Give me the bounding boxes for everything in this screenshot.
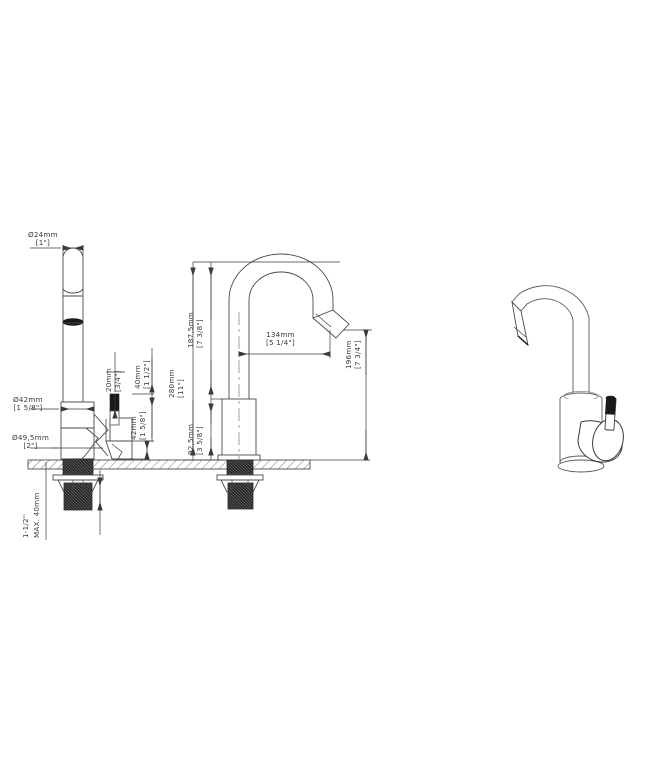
dim-base-diameter: Ø49,5mm[2"] bbox=[12, 433, 50, 451]
front-view-mounting-hardware bbox=[216, 459, 264, 510]
dim-upper-height-inch: [7 3/8"] bbox=[195, 319, 204, 348]
perspective-lever-handle bbox=[577, 395, 624, 463]
dim-spout-reach: 134mm[5 1/4"] bbox=[266, 330, 295, 348]
perspective-body bbox=[557, 391, 605, 473]
dim-handle-height-inch: [1 1/2"] bbox=[142, 360, 151, 389]
front-view-body bbox=[217, 312, 261, 461]
dim-overall-height-inch: [11"] bbox=[176, 378, 185, 398]
dim-handle-width-inch: [1 5/8"] bbox=[138, 411, 147, 440]
dim-lower-height-inch: [3 5/8"] bbox=[195, 426, 204, 455]
dimension-lines-side-view bbox=[30, 245, 155, 540]
front-view-faucet bbox=[216, 253, 350, 510]
perspective-spout bbox=[511, 285, 590, 428]
dim-mounting-thread-max: MAX. 40mm bbox=[32, 492, 41, 538]
perspective-view-faucet bbox=[511, 285, 624, 473]
dim-mounting-thread-size: 1-1/2'' bbox=[21, 513, 30, 538]
front-view-gooseneck-spout bbox=[228, 253, 350, 400]
dim-spout-tube-diameter: Ø24mm[1"] bbox=[28, 230, 58, 248]
side-view-spout bbox=[62, 247, 84, 403]
side-view-mounting-hardware bbox=[52, 458, 104, 511]
countertop bbox=[27, 459, 311, 470]
dim-spout-clearance-inch: [7 3/4"] bbox=[353, 340, 362, 369]
dimension-lines-front-view bbox=[185, 261, 372, 461]
dim-handle-offset-inch: [3/4"] bbox=[113, 370, 122, 392]
dim-body-diameter: Ø42mm[1 5/8"] bbox=[13, 395, 43, 413]
side-view-body bbox=[60, 401, 109, 460]
